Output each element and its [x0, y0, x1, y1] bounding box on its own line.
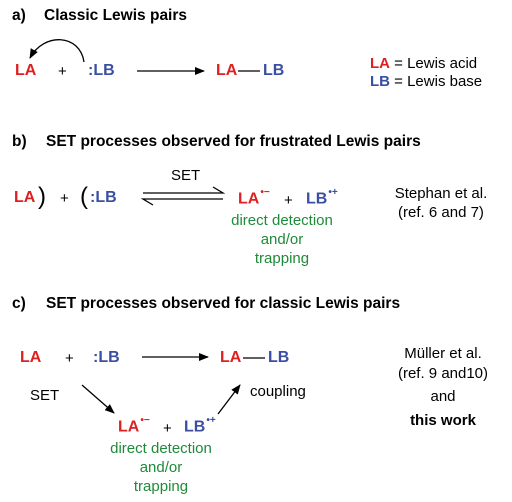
reference-line: (ref. 6 and 7)	[398, 203, 484, 221]
product-lewis-acid: LA	[220, 349, 242, 366]
reference-c: Müller et al. (ref. 9 and10) and this wo…	[386, 344, 500, 430]
reference-line: Müller et al.	[404, 345, 482, 362]
radical-anion-charge: •−	[260, 187, 270, 198]
coupling-label: coupling	[250, 383, 306, 400]
detection-note-b: direct detection and/or trapping	[220, 212, 344, 268]
legend-la-text: = Lewis acid	[390, 55, 478, 72]
plus-sign: +	[163, 420, 172, 437]
reference-and: and	[430, 388, 456, 405]
set-arrow	[81, 384, 115, 414]
radical-cation-lb: LB•+	[184, 415, 216, 436]
section-b-title: SET processes observed for frustrated Le…	[46, 133, 421, 150]
fl-lewis-acid: LA	[14, 189, 36, 206]
detection-line: and/or	[260, 230, 304, 248]
radical-anion-charge: •−	[140, 415, 150, 426]
product-lewis-base: LB	[263, 62, 285, 79]
product-lewis-base: LB	[268, 349, 290, 366]
lewis-acid-reactant: LA	[15, 62, 37, 79]
close-parenthesis: )	[38, 183, 46, 210]
detection-note-c: direct detection and/or trapping	[98, 440, 224, 496]
reference-this-work: this work	[410, 411, 476, 429]
plus-sign: +	[284, 192, 293, 209]
radical-anion-la: LA•−	[238, 187, 270, 208]
lewis-acid-reactant: LA	[20, 349, 42, 366]
detection-line: trapping	[254, 249, 310, 267]
section-a-label: a)	[12, 7, 26, 24]
plus-sign: +	[58, 63, 67, 80]
detection-line: trapping	[133, 477, 189, 495]
curved-electron-arrow	[29, 39, 85, 63]
detection-line: and/or	[139, 458, 183, 476]
section-b-label: b)	[12, 133, 27, 150]
coupling-arrow	[217, 384, 241, 415]
equilibrium-forward-arrow	[143, 186, 226, 194]
detection-line: direct detection	[231, 212, 333, 229]
detection-line: direct detection	[110, 440, 212, 457]
lewis-base-reactant: :LB	[88, 62, 115, 79]
set-label: SET	[30, 387, 60, 404]
reference-b: Stephan et al. (ref. 6 and 7)	[386, 185, 496, 223]
section-a-title: Classic Lewis pairs	[44, 7, 188, 24]
section-c-title: SET processes observed for classic Lewis…	[46, 295, 401, 312]
plus-sign: +	[60, 190, 69, 207]
reference-line: Stephan et al.	[394, 185, 488, 202]
legend-lb-text: = Lewis base	[390, 73, 483, 90]
legend-lewis-acid: LA = Lewis acid	[370, 56, 477, 71]
radical-cation-charge: •+	[206, 415, 216, 426]
legend-lb-symbol: LB	[370, 73, 390, 90]
radical-cation-lb: LB•+	[306, 187, 338, 208]
set-arrow-label: SET	[171, 167, 201, 184]
radical-cation-charge: •+	[328, 187, 338, 198]
section-c-label: c)	[12, 295, 26, 312]
product-lewis-acid: LA	[216, 62, 238, 79]
lewis-base-reactant: :LB	[93, 349, 120, 366]
legend-la-symbol: LA	[370, 55, 390, 72]
radical-anion-la: LA•−	[118, 415, 150, 436]
legend-lewis-base: LB = Lewis base	[370, 74, 482, 89]
equilibrium-reverse-arrow	[140, 198, 223, 206]
open-parenthesis: (	[80, 183, 88, 210]
reference-line: (ref. 9 and10)	[397, 364, 489, 382]
fl-lewis-base: :LB	[90, 189, 117, 206]
plus-sign: +	[65, 350, 74, 367]
